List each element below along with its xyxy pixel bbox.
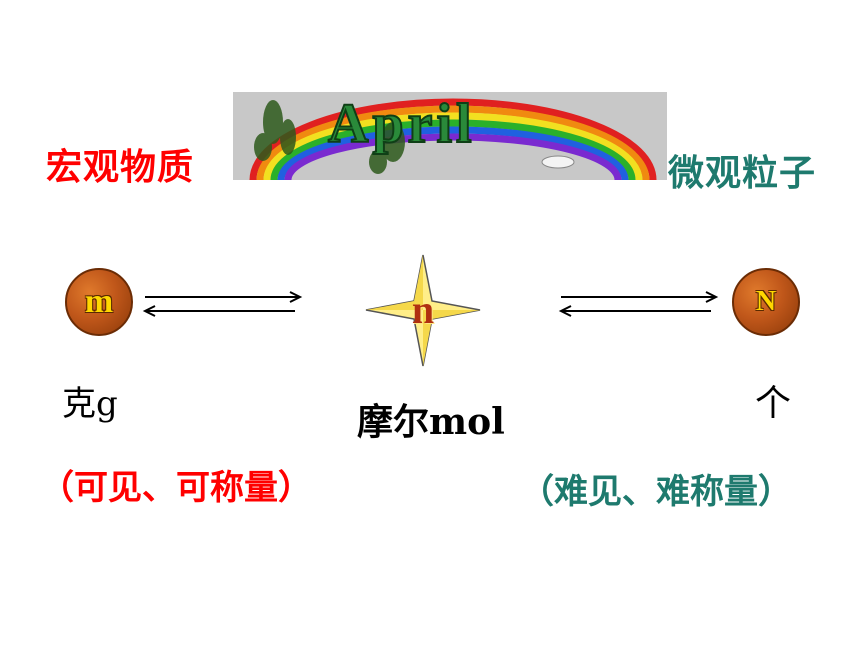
mass-symbol: m	[84, 283, 114, 320]
banner-word-art: April	[328, 93, 476, 155]
micro-particle-label: 微观粒子	[668, 153, 817, 194]
micro-note: （难见、难称量）	[520, 472, 792, 512]
amount-unit: 摩尔mol	[357, 401, 505, 443]
macro-matter-label: 宏观物质	[46, 147, 195, 188]
amount-symbol-wrap: n	[364, 286, 482, 333]
amount-symbol: n	[411, 287, 435, 332]
macro-note: （可见、可称量）	[40, 468, 312, 508]
amount-star-node	[365, 254, 481, 367]
april-banner-image: April	[233, 92, 667, 180]
number-symbol: N	[755, 286, 777, 317]
number-unit: 个	[755, 383, 792, 424]
number-node: N	[732, 268, 800, 336]
mass-unit: 克g	[62, 384, 118, 424]
mass-node: m	[65, 268, 133, 336]
left-equilibrium-arrows	[142, 291, 303, 317]
right-equilibrium-arrows	[558, 291, 719, 317]
